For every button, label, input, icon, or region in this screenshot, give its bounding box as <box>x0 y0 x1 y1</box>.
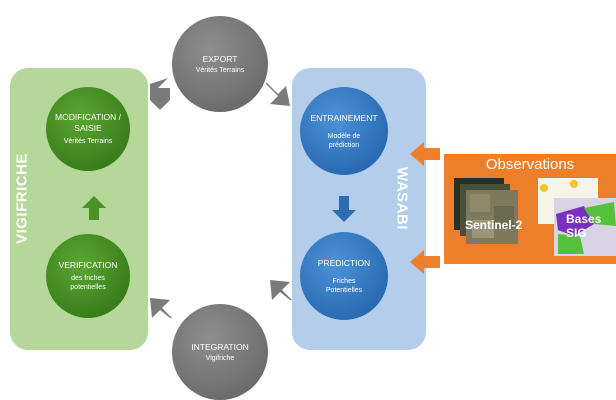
arrow-to-export <box>150 78 170 110</box>
arrow-to-verification <box>150 298 172 318</box>
observation-images <box>454 178 616 256</box>
verification-title: VERIFICATION <box>58 260 118 270</box>
blue-down-arrow <box>332 196 356 222</box>
entrainement-node: ENTRAINEMENT Modèle de prédiction <box>300 87 388 175</box>
modification-sub: Vérités Terrains <box>63 138 113 145</box>
integration-sub: Vigifriche <box>205 354 235 362</box>
export-sub: Vérités Terrains <box>195 66 245 74</box>
integration-title: INTEGRATION <box>191 341 249 352</box>
prediction-node: PREDICTION Friches Potentielles <box>300 232 388 320</box>
modification-node: MODIFICATION / SAISIE Vérités Terrains <box>46 87 130 171</box>
export-node: EXPORT Vérités Terrains <box>172 16 268 112</box>
sentinel-label: Sentinel-2 <box>465 218 523 232</box>
prediction-title: PREDICTION <box>317 257 371 268</box>
observations-title: Observations <box>485 156 575 173</box>
export-title: EXPORT <box>202 53 238 64</box>
green-up-arrow <box>82 196 106 220</box>
orange-arrow-bottom <box>410 250 440 274</box>
prediction-sub: Friches Potentielles <box>325 277 363 294</box>
entrainement-sub: Modèle de prédiction <box>327 132 361 149</box>
entrainement-title: ENTRAINEMENT <box>310 112 378 123</box>
arrow-to-integration <box>270 280 292 300</box>
bases-sig-label: Bases SIG <box>566 212 602 240</box>
arrow-to-entrainement <box>266 82 290 106</box>
orange-arrow-top <box>410 142 440 166</box>
integration-node: INTEGRATION Vigifriche <box>172 304 268 400</box>
modification-title: MODIFICATION / SAISIE <box>55 112 121 133</box>
verification-sub: des friches potentielles <box>70 275 106 291</box>
verification-node: VERIFICATION des friches potentielles <box>46 234 130 318</box>
